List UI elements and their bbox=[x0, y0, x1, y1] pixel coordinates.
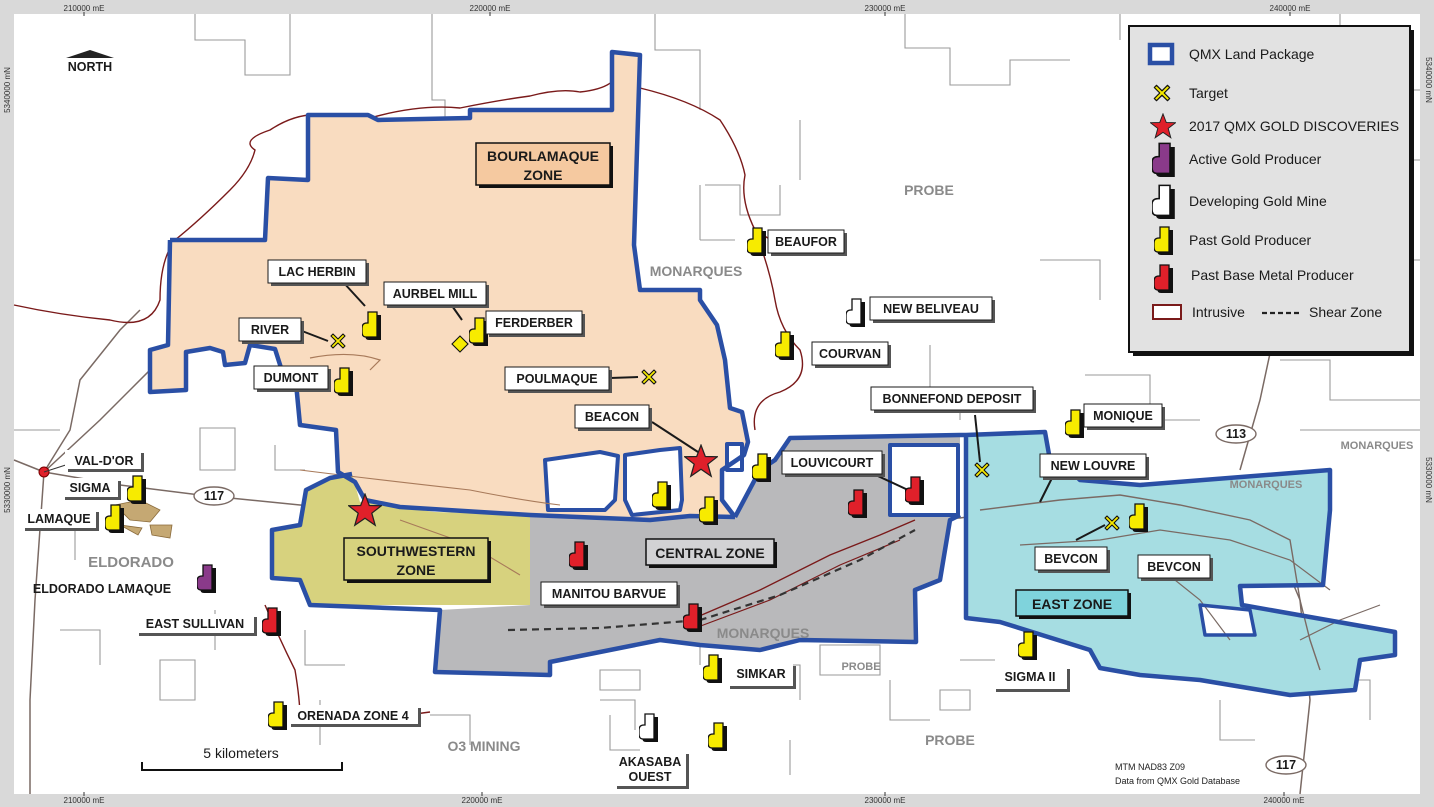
axis-ticks: 210000 mE 220000 mE 230000 mE 240000 mE … bbox=[3, 4, 1433, 805]
monarques-center-label: MONARQUES bbox=[717, 625, 810, 641]
bourlamaque-zone-label-2: ZONE bbox=[524, 167, 563, 183]
orenada-zone-4-label: ORENADA ZONE 4 bbox=[297, 709, 408, 723]
new-beliveau-label: NEW BELIVEAU bbox=[883, 302, 979, 316]
eldorado-lamaque-label: ELDORADO LAMAQUE bbox=[33, 582, 171, 596]
route-117-shield-east: 117 bbox=[1276, 758, 1296, 772]
north-label: NORTH bbox=[68, 60, 112, 74]
legend-intrusive-label: Intrusive bbox=[1192, 304, 1245, 320]
probe-small-label: PROBE bbox=[841, 661, 880, 673]
aurbel-mill-label: AURBEL MILL bbox=[393, 287, 478, 301]
eldorado-lamaque-pit bbox=[114, 499, 173, 539]
legend-discoveries-label: 2017 QMX GOLD DISCOVERIES bbox=[1189, 118, 1399, 134]
site-labels: LAC HERBIN AURBEL MILL RIVER FERDERBER D… bbox=[27, 182, 1413, 784]
east-zone-label: EAST ZONE bbox=[1032, 596, 1112, 612]
monarques-top-label: MONARQUES bbox=[650, 263, 743, 279]
bevcon-box-label: BEVCON bbox=[1044, 552, 1097, 566]
val-dor-label: VAL-D'OR bbox=[75, 454, 134, 468]
route-113-shield: 113 bbox=[1226, 427, 1246, 441]
source-text: Data from QMX Gold Database bbox=[1115, 776, 1240, 786]
bonnefond-deposit-label: BONNEFOND DEPOSIT bbox=[883, 392, 1022, 406]
new-louvre-label: NEW LOUVRE bbox=[1051, 459, 1136, 473]
central-zone-label: CENTRAL ZONE bbox=[655, 545, 764, 561]
qmx-land-package-outline bbox=[147, 49, 1398, 698]
mill-icon bbox=[451, 335, 469, 353]
manitou-barvue-label: MANITOU BARVUE bbox=[552, 587, 666, 601]
legend-past-gold-label: Past Gold Producer bbox=[1189, 232, 1312, 248]
bourlamaque-zone-label: BOURLAMAQUE bbox=[487, 148, 599, 164]
tick-right-1: 5340000 mN bbox=[1424, 57, 1433, 103]
bevcon-label: BEVCON bbox=[1147, 560, 1200, 574]
lamaque-label: LAMAQUE bbox=[27, 512, 90, 526]
legend-target-label: Target bbox=[1189, 85, 1228, 101]
tick-right-2: 5330000 mN bbox=[1424, 457, 1433, 503]
legend-past-base-label: Past Base Metal Producer bbox=[1191, 267, 1354, 283]
southwestern-zone-label: SOUTHWESTERN bbox=[357, 543, 476, 559]
tick-bottom-1: 210000 mE bbox=[64, 796, 105, 805]
beaufor-label: BEAUFOR bbox=[775, 235, 837, 249]
site-label-boxes bbox=[22, 229, 1213, 789]
monarques-east-label: MONARQUES bbox=[1230, 479, 1303, 491]
north-arrow: NORTH bbox=[66, 50, 114, 74]
beacon-label: BEACON bbox=[585, 410, 639, 424]
ferderber-label: FERDERBER bbox=[495, 316, 573, 330]
legend-land-package-swatch bbox=[1147, 42, 1175, 66]
tick-top-2: 220000 mE bbox=[470, 4, 511, 13]
legend-shear-zone-label: Shear Zone bbox=[1309, 304, 1382, 320]
akasaba-label: AKASABA bbox=[619, 755, 682, 769]
scale-bar: 5 kilometers bbox=[141, 745, 343, 771]
akasaba-label-2: OUEST bbox=[628, 770, 671, 784]
southwestern-zone-label-2: ZONE bbox=[397, 562, 436, 578]
sigma-ii-label: SIGMA II bbox=[1005, 670, 1056, 684]
legend-developing-label: Developing Gold Mine bbox=[1189, 193, 1327, 209]
credits: MTM NAD83 Z09 Data from QMX Gold Databas… bbox=[1115, 762, 1240, 786]
o3-mining-label: O3 MINING bbox=[447, 738, 520, 754]
scale-bar-label: 5 kilometers bbox=[203, 745, 278, 761]
road-shields: 117 113 117 bbox=[193, 424, 1307, 775]
lac-herbin-label: LAC HERBIN bbox=[278, 265, 355, 279]
poulmaque-label: POULMAQUE bbox=[516, 372, 597, 386]
dumont-label: DUMONT bbox=[264, 371, 319, 385]
tick-bottom-4: 240000 mE bbox=[1264, 796, 1305, 805]
courvan-label: COURVAN bbox=[819, 347, 881, 361]
tick-top-4: 240000 mE bbox=[1270, 4, 1311, 13]
monique-label: MONIQUE bbox=[1093, 409, 1153, 423]
legend-land-package-label: QMX Land Package bbox=[1189, 46, 1315, 62]
sigma-label: SIGMA bbox=[70, 481, 111, 495]
legend: QMX Land Package Target 2017 QMX GOLD DI… bbox=[1128, 25, 1414, 356]
legend-intrusive-swatch bbox=[1152, 304, 1182, 320]
louvicourt-label: LOUVICOURT bbox=[791, 456, 874, 470]
tick-bottom-2: 220000 mE bbox=[462, 796, 503, 805]
tick-left-1: 5340000 mN bbox=[3, 67, 12, 113]
target-markers bbox=[330, 333, 1120, 531]
datum-text: MTM NAD83 Z09 bbox=[1115, 762, 1185, 772]
legend-active-producer-label: Active Gold Producer bbox=[1189, 151, 1322, 167]
monarques-right-label: MONARQUES bbox=[1341, 440, 1414, 452]
leader-lines bbox=[301, 281, 1106, 541]
tick-top-3: 230000 mE bbox=[865, 4, 906, 13]
probe-top-label: PROBE bbox=[904, 182, 954, 198]
east-sullivan-label: EAST SULLIVAN bbox=[146, 617, 244, 631]
tick-left-2: 5330000 mN bbox=[3, 467, 12, 513]
route-117-shield: 117 bbox=[204, 489, 224, 503]
probe-bottom-label: PROBE bbox=[925, 732, 975, 748]
tick-bottom-3: 230000 mE bbox=[865, 796, 906, 805]
river-label: RIVER bbox=[251, 323, 289, 337]
eldorado-label: ELDORADO bbox=[88, 554, 174, 571]
simkar-label: SIMKAR bbox=[736, 667, 785, 681]
tick-top-1: 210000 mE bbox=[64, 4, 105, 13]
zone-labels: BOURLAMAQUE ZONE SOUTHWESTERN ZONE CENTR… bbox=[343, 142, 1131, 619]
